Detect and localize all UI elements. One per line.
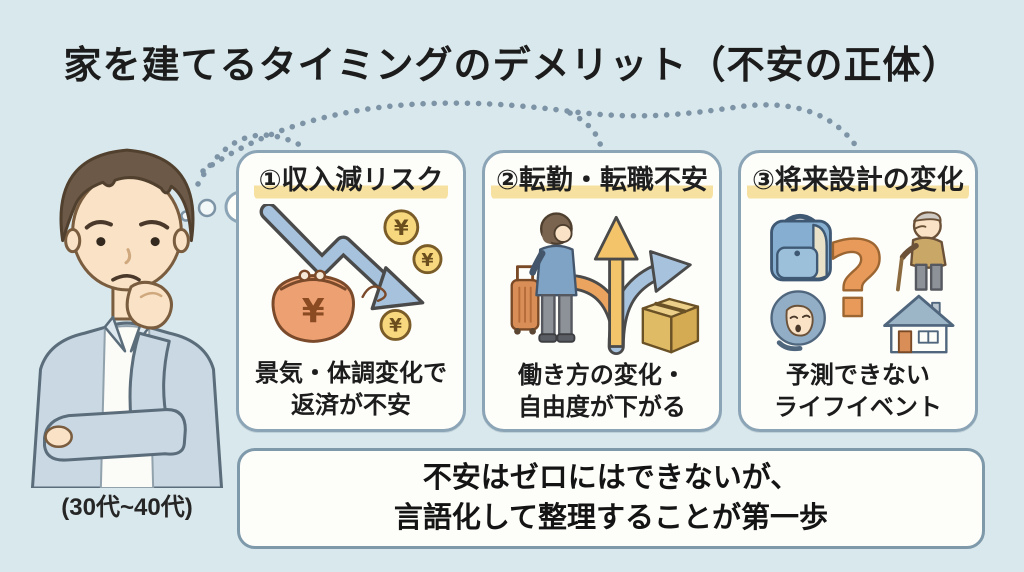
summary-line2: 言語化して整理することが第一歩 — [393, 501, 829, 534]
career-crossroads-illustration — [510, 212, 700, 356]
life-events-illustration: ? — [770, 211, 955, 354]
person-eye-left — [96, 237, 106, 247]
person-ear-right — [172, 228, 190, 254]
yen-coin-icon: ¥ ¥ ¥ — [379, 209, 443, 341]
moving-box-icon — [642, 297, 700, 354]
drop-swirl-icon — [361, 285, 387, 303]
anxiety-cards: ①収入減リスク ¥ ¥ — [236, 150, 978, 432]
person-arm-crossed — [43, 408, 187, 462]
declining-arrow-icon — [259, 204, 425, 311]
card-caption-line2: 自由度が下がる — [517, 393, 686, 421]
card-caption-line1: 働き方の変化・ — [517, 362, 686, 390]
school-backpack-icon — [770, 214, 832, 282]
coin-purse-icon: ¥ — [271, 269, 355, 343]
card-caption-line2: ライフイベント — [773, 393, 942, 421]
svg-text:¥: ¥ — [302, 291, 325, 330]
person-eye-right — [150, 237, 160, 247]
question-mark-icon: ? — [826, 219, 887, 341]
svg-text:¥: ¥ — [421, 251, 433, 271]
branching-arrows-icon — [562, 215, 693, 356]
summary-line1: 不安はゼロにはできないが、 — [422, 462, 800, 495]
age-range-label: (30代~40代) — [61, 494, 193, 521]
person-hand-on-chin — [125, 280, 173, 330]
person-collar-left — [103, 315, 127, 353]
person-finger-line — [139, 291, 163, 299]
woman-face-icon — [770, 290, 826, 352]
card-caption-line1: 予測できない — [785, 362, 930, 390]
svg-text:¥: ¥ — [389, 316, 402, 337]
income-decline-illustration: ¥ ¥ ¥ ¥ — [259, 204, 443, 343]
person-ear-left — [64, 228, 82, 254]
card-title-job-transfer: ②転勤・転職不安 — [491, 165, 713, 201]
svg-text:¥: ¥ — [394, 216, 409, 241]
traveler-with-suitcase-icon — [510, 212, 578, 343]
card-caption-line2: 返済が不安 — [291, 391, 411, 419]
person-nose — [124, 248, 132, 265]
person-eyebrow-left — [84, 220, 113, 230]
summary-banner: 不安はゼロにはできないが、 言語化して整理することが第一歩 — [237, 448, 985, 549]
person-hand-left — [44, 425, 73, 449]
thinking-man-illustration — [30, 148, 224, 488]
person-hair — [59, 148, 195, 243]
card-income-risk: ①収入減リスク ¥ ¥ — [236, 150, 466, 432]
person-forearm-raised — [128, 331, 171, 424]
dotted-arc-to-card2 — [567, 110, 604, 150]
card-job-transfer-anxiety: ②転勤・転職不安 — [482, 150, 722, 432]
house-icon — [883, 294, 955, 354]
card-future-plan-change: ③将来設計の変化 ? — [737, 150, 978, 432]
card-title-income-risk: ①収入減リスク — [253, 165, 449, 201]
card-caption-line1: 景気・体調変化で — [255, 360, 447, 388]
person-eyebrow-right — [139, 220, 170, 230]
card-title-future-plan: ③将来設計の変化 — [746, 165, 969, 201]
elderly-man-icon — [895, 211, 947, 292]
page-title: 家を建てるタイミングのデメリット（不安の正体） — [63, 45, 961, 87]
person-mouth — [111, 274, 141, 282]
